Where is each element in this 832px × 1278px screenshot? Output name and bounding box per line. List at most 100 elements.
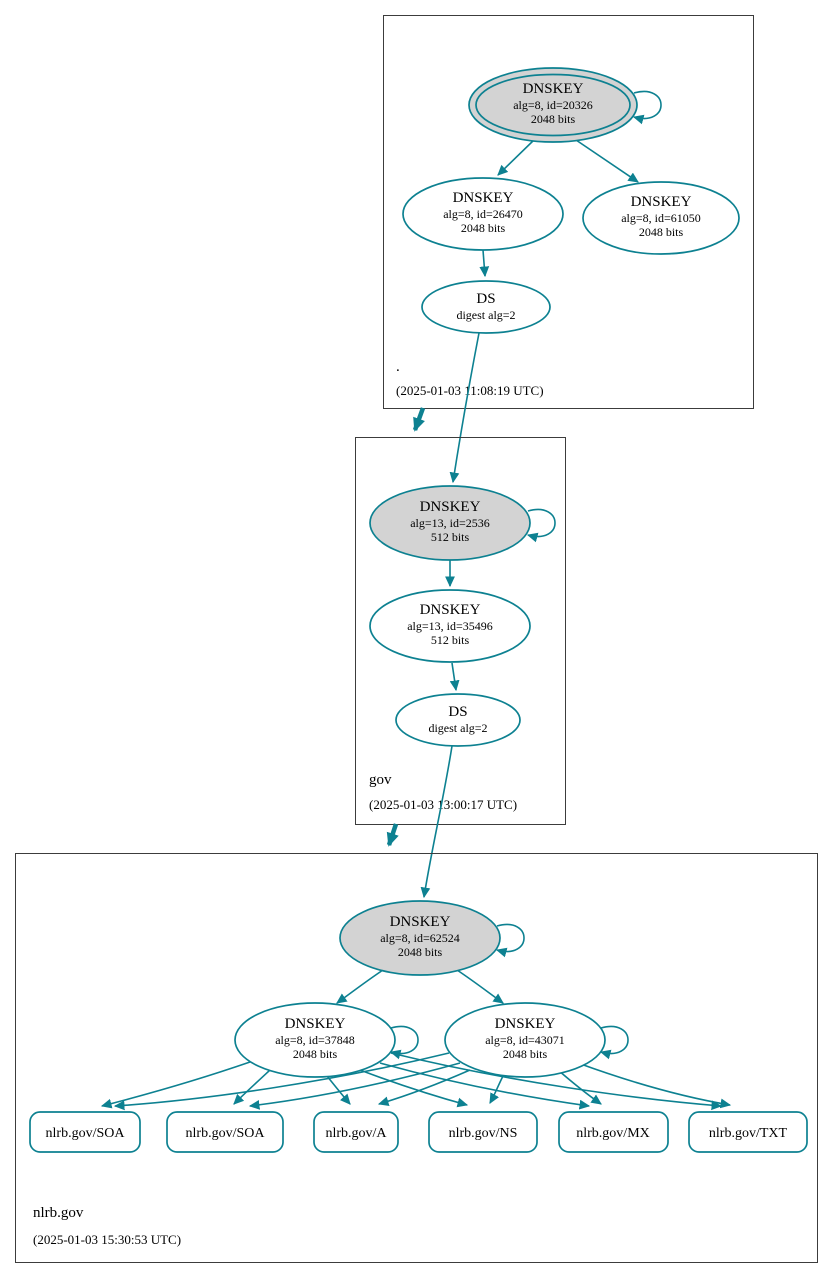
zone-root-border bbox=[383, 15, 754, 409]
nlrb-zsk1-title: DNSKEY bbox=[285, 1016, 346, 1032]
rrset-soa2-box bbox=[166, 1111, 284, 1153]
zone-nlrb-border bbox=[15, 853, 818, 1263]
node-rrset-ns: nlrb.gov/NS bbox=[428, 1111, 538, 1153]
edge-root-ksk-to-zsk2 bbox=[575, 139, 639, 183]
root-ksk-bits: 2048 bits bbox=[531, 112, 576, 126]
zone-nlrb: DNSKEY alg=8, id=62524 2048 bits DNSKEY … bbox=[15, 853, 818, 1263]
rrset-txt-label: nlrb.gov/TXT bbox=[709, 1126, 788, 1141]
gov-ksk-ellipse bbox=[369, 485, 531, 561]
node-rrset-txt: nlrb.gov/TXT bbox=[688, 1111, 808, 1153]
node-gov-ksk: DNSKEY alg=13, id=2536 512 bits bbox=[369, 485, 531, 561]
edge-root-ksk-to-zsk1 bbox=[497, 138, 536, 176]
node-gov-zsk: DNSKEY alg=13, id=35496 512 bits bbox=[369, 589, 531, 663]
node-root-zsk1: DNSKEY alg=8, id=26470 2048 bits bbox=[402, 177, 564, 251]
edge-nlrb-zsk2-to-ns bbox=[489, 1075, 504, 1104]
zone-gov: DNSKEY alg=13, id=2536 512 bits DNSKEY a… bbox=[355, 437, 566, 825]
rrset-mx-box bbox=[558, 1111, 669, 1153]
edge-nlrb-ksk-self-sign bbox=[495, 923, 525, 958]
node-nlrb-ksk: DNSKEY alg=8, id=62524 2048 bits bbox=[339, 900, 501, 976]
nlrb-zsk2-detail: alg=8, id=43071 bbox=[485, 1033, 565, 1047]
gov-ds-detail: digest alg=2 bbox=[428, 721, 487, 735]
rrset-soa1-box bbox=[29, 1111, 141, 1153]
zone-root-label: . bbox=[396, 359, 400, 375]
edge-nlrb-ksk-to-zsk1 bbox=[336, 969, 384, 1004]
node-rrset-mx: nlrb.gov/MX bbox=[558, 1111, 669, 1153]
edge-root-ds-to-gov-ksk bbox=[449, 332, 480, 484]
rrset-soa1-label: nlrb.gov/SOA bbox=[46, 1126, 126, 1141]
rrset-soa2-label: nlrb.gov/SOA bbox=[186, 1126, 266, 1141]
zone-root-timestamp: (2025-01-03 11:08:19 UTC) bbox=[396, 383, 544, 398]
nlrb-ksk-bits: 2048 bits bbox=[398, 945, 443, 959]
gov-ksk-title: DNSKEY bbox=[420, 499, 481, 515]
root-zsk2-ellipse bbox=[582, 181, 740, 255]
rrset-txt-box bbox=[688, 1111, 808, 1153]
edge-nlrb-zsk2-to-soa2 bbox=[248, 1062, 461, 1110]
rrset-ns-box bbox=[428, 1111, 538, 1153]
zone-gov-label: gov bbox=[369, 772, 392, 788]
edge-nlrb-zsk1-to-soa2 bbox=[233, 1069, 271, 1105]
rrset-a-label: nlrb.gov/A bbox=[325, 1126, 387, 1141]
node-root-zsk2: DNSKEY alg=8, id=61050 2048 bits bbox=[582, 181, 740, 255]
edge-nlrb-zsk1-self-sign bbox=[389, 1025, 419, 1060]
nlrb-zsk2-title: DNSKEY bbox=[495, 1016, 556, 1032]
edge-root-ksk-self-sign bbox=[632, 90, 662, 125]
edge-root-zsk1-to-ds bbox=[479, 249, 490, 278]
edge-nlrb-zsk1-to-txt bbox=[390, 1052, 723, 1111]
root-ds-title: DS bbox=[476, 291, 495, 307]
delegation-arrow-root-to-gov bbox=[412, 407, 426, 432]
rrset-mx-label: nlrb.gov/MX bbox=[576, 1126, 650, 1141]
node-gov-ds: DS digest alg=2 bbox=[395, 693, 521, 747]
edge-gov-ksk-self-sign bbox=[526, 508, 556, 543]
rrset-ns-label: nlrb.gov/NS bbox=[449, 1126, 518, 1141]
node-root-ksk: DNSKEY alg=8, id=20326 2048 bits bbox=[468, 67, 638, 143]
root-zsk2-bits: 2048 bits bbox=[639, 225, 684, 239]
root-ds-detail: digest alg=2 bbox=[456, 308, 515, 322]
edge-nlrb-zsk2-to-soa1 bbox=[113, 1052, 450, 1111]
edge-nlrb-zsk2-to-txt bbox=[577, 1062, 732, 1109]
gov-zsk-bits: 512 bits bbox=[431, 633, 470, 647]
root-ksk-ellipse-inner bbox=[475, 73, 631, 137]
nlrb-zsk1-ellipse bbox=[234, 1002, 396, 1078]
root-ksk-ellipse-outer bbox=[468, 67, 638, 143]
node-rrset-soa1: nlrb.gov/SOA bbox=[29, 1111, 141, 1153]
zone-root: DNSKEY alg=8, id=20326 2048 bits DNSKEY … bbox=[383, 15, 754, 409]
nlrb-zsk2-ellipse bbox=[444, 1002, 606, 1078]
zone-gov-timestamp: (2025-01-03 13:00:17 UTC) bbox=[369, 797, 517, 812]
edge-nlrb-zsk1-to-ns bbox=[359, 1069, 469, 1108]
edge-nlrb-zsk2-self-sign bbox=[599, 1025, 629, 1060]
delegation-arrow-gov-to-nlrb bbox=[386, 823, 399, 847]
gov-zsk-title: DNSKEY bbox=[420, 602, 481, 618]
zone-nlrb-timestamp: (2025-01-03 15:30:53 UTC) bbox=[33, 1232, 181, 1247]
edge-nlrb-zsk1-to-soa1 bbox=[100, 1061, 251, 1109]
zone-nlrb-label: nlrb.gov bbox=[33, 1205, 84, 1221]
nlrb-ksk-ellipse bbox=[339, 900, 501, 976]
nlrb-zsk1-bits: 2048 bits bbox=[293, 1047, 338, 1061]
gov-ksk-detail: alg=13, id=2536 bbox=[410, 516, 490, 530]
root-zsk2-detail: alg=8, id=61050 bbox=[621, 211, 701, 225]
nlrb-ksk-detail: alg=8, id=62524 bbox=[380, 931, 460, 945]
root-ds-ellipse bbox=[421, 280, 551, 334]
nlrb-ksk-title: DNSKEY bbox=[390, 914, 451, 930]
rrset-a-box bbox=[313, 1111, 399, 1153]
node-rrset-a: nlrb.gov/A bbox=[313, 1111, 399, 1153]
edge-nlrb-zsk2-to-a bbox=[377, 1069, 471, 1107]
node-nlrb-zsk1: DNSKEY alg=8, id=37848 2048 bits bbox=[234, 1002, 396, 1078]
zone-gov-border bbox=[355, 437, 566, 825]
gov-ds-title: DS bbox=[448, 704, 467, 720]
gov-zsk-detail: alg=13, id=35496 bbox=[407, 619, 493, 633]
edge-nlrb-zsk1-to-mx bbox=[379, 1062, 591, 1110]
root-zsk2-title: DNSKEY bbox=[631, 194, 692, 210]
gov-ksk-bits: 512 bits bbox=[431, 530, 470, 544]
gov-ds-ellipse bbox=[395, 693, 521, 747]
node-root-ds: DS digest alg=2 bbox=[421, 280, 551, 334]
node-nlrb-zsk2: DNSKEY alg=8, id=43071 2048 bits bbox=[444, 1002, 606, 1078]
edge-gov-ds-to-nlrb-ksk bbox=[420, 745, 453, 899]
root-zsk1-bits: 2048 bits bbox=[461, 221, 506, 235]
root-zsk1-ellipse bbox=[402, 177, 564, 251]
root-zsk1-detail: alg=8, id=26470 bbox=[443, 207, 523, 221]
root-zsk1-title: DNSKEY bbox=[453, 190, 514, 206]
edge-gov-zsk-to-ds bbox=[449, 662, 460, 692]
nlrb-zsk1-detail: alg=8, id=37848 bbox=[275, 1033, 355, 1047]
